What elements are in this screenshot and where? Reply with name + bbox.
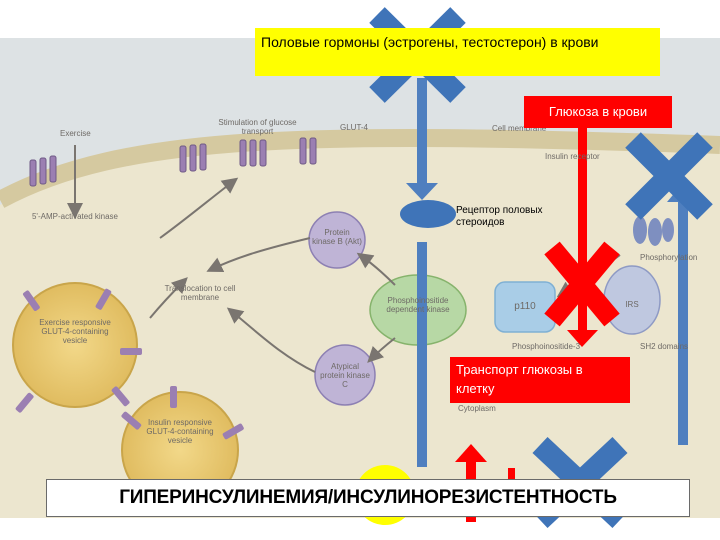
blue-cross-right <box>625 132 713 220</box>
sex-steroid-receptor <box>400 200 456 228</box>
glucose-blood-label: Глюкоза в крови <box>524 96 672 128</box>
label-translocation: Translocation to cell membrane <box>164 284 236 302</box>
receptor-label: Рецептор половых стероидов <box>456 205 543 228</box>
red-cross-middle <box>544 241 620 327</box>
label-insulin-vesicle: Insulin responsive GLUT-4-containing ves… <box>146 418 214 445</box>
glucose-transport-label: Транспорт глюкозы в клетку <box>450 357 630 403</box>
label-phosphorylation: Phosphorylation <box>640 253 698 262</box>
red-stub <box>508 468 515 480</box>
label-atypical-pkc: Atypical protein kinase C <box>320 362 370 389</box>
label-pkb: Protein kinase B (Akt) <box>312 228 362 246</box>
blue-arrow-hormone-down <box>406 78 438 200</box>
label-cell-membrane: Cell membrane <box>492 124 547 133</box>
label-glut4: GLUT-4 <box>340 123 369 132</box>
blue-arrow-receptor-down <box>417 242 427 467</box>
label-exercise-vesicle: Exercise responsive GLUT-4-containing ve… <box>39 318 111 345</box>
exercise-vesicle <box>12 282 138 408</box>
label-pdk: Phosphoinositide dependent kinase <box>386 296 450 314</box>
atypical-pkc-circle <box>314 344 376 406</box>
red-arrow-glucose-down <box>567 125 598 347</box>
label-insulin-receptor: Insulin receptor <box>545 152 600 161</box>
label-cytoplasm: Cytoplasm <box>458 404 496 413</box>
hormones-label: Половые гормоны (эстрогены, тестостерон)… <box>255 28 660 76</box>
label-stimulation: Stimulation of glucose transport <box>218 118 297 136</box>
banner-text: ГИПЕРИНСУЛИНЕМИЯ/ИНСУЛИНОРЕЗИСТЕНТНОСТЬ <box>119 487 617 508</box>
vesicle-glut4-right <box>121 386 244 440</box>
vesicle-glut4-left <box>15 288 142 413</box>
label-exercise: Exercise <box>60 129 91 138</box>
insulin-receptor-shape <box>633 216 674 246</box>
banner-box <box>46 479 690 517</box>
label-phosphoinositide3: Phosphoinositide-3 <box>512 342 581 351</box>
label-p110: p110 <box>514 301 536 312</box>
label-irs: IRS <box>625 300 639 309</box>
label-sh2-domains: SH2 domains <box>640 342 689 351</box>
label-ampk: 5'-AMP-activated kinase <box>31 212 118 221</box>
glut4-transporters <box>29 137 317 187</box>
pkb-circle <box>308 211 366 269</box>
